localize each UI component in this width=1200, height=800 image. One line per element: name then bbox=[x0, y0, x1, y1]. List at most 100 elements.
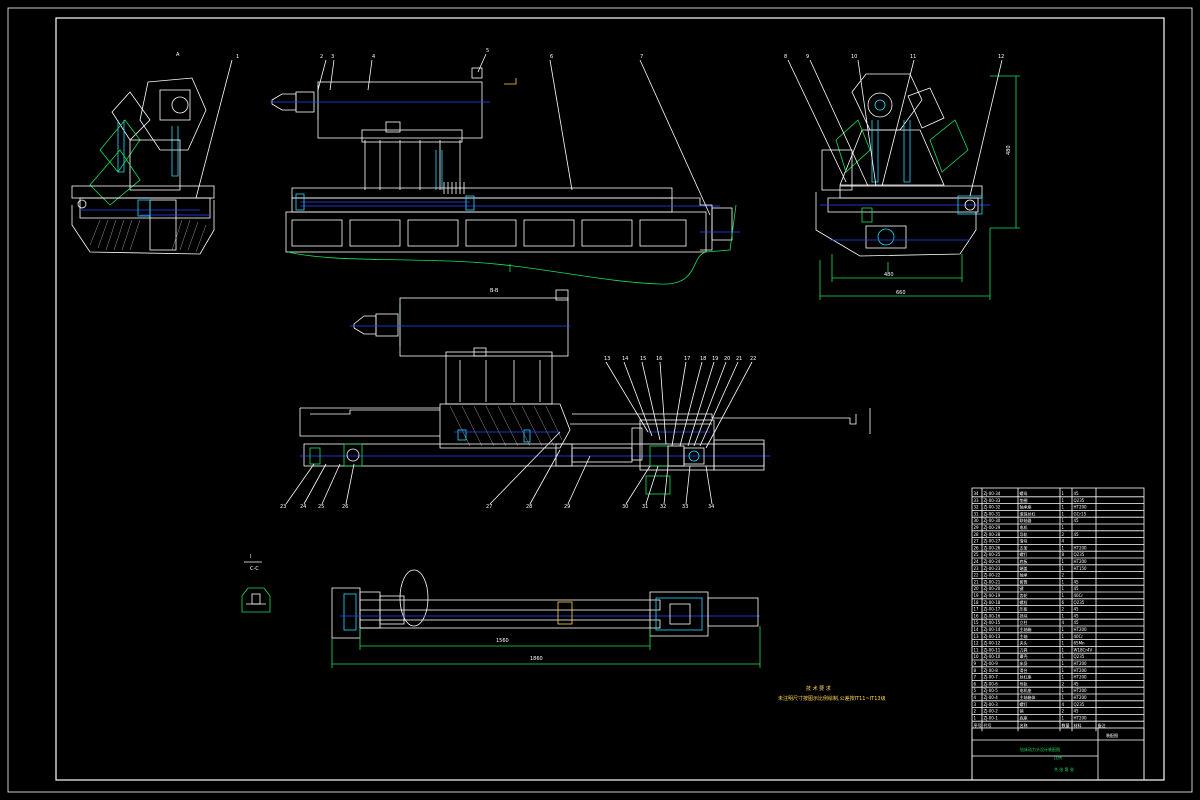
dim-right-inner: 480 bbox=[884, 272, 894, 278]
table-cell: 1 bbox=[1062, 654, 1065, 659]
table-cell: 1 bbox=[1062, 511, 1065, 516]
table-cell: 10 bbox=[974, 654, 980, 659]
table-cell: 1 bbox=[1062, 491, 1065, 496]
table-cell: HT200 bbox=[1074, 559, 1088, 564]
table-cell: ZJ-00-20 bbox=[984, 586, 1001, 591]
table-cell: 11 bbox=[974, 647, 980, 652]
table-cell: 滑台 bbox=[1020, 667, 1028, 673]
table-cell: ZJ-00-10 bbox=[984, 654, 1001, 659]
table-cell: HT200 bbox=[1074, 715, 1088, 720]
table-cell: ZJ-00-5 bbox=[984, 688, 999, 693]
table-cell: 65Mn bbox=[1074, 641, 1086, 646]
tech-req-title: 技 术 要 求 bbox=[806, 685, 831, 692]
table-cell: 45 bbox=[1074, 620, 1080, 625]
svg-text:20: 20 bbox=[724, 356, 730, 362]
table-cell: 联轴器 bbox=[1020, 517, 1032, 523]
svg-text:16: 16 bbox=[656, 356, 662, 362]
table-cell: HT200 bbox=[1074, 668, 1088, 673]
dim-bottom-inner: 1560 bbox=[496, 638, 509, 644]
table-cell: 螺钉 bbox=[1020, 701, 1028, 707]
sheet-border-outer bbox=[7, 7, 1193, 793]
table-cell: HT200 bbox=[1074, 688, 1088, 693]
table-cell: ZJ-00-4 bbox=[984, 695, 999, 700]
table-cell: 底座 bbox=[1020, 714, 1028, 720]
svg-text:28: 28 bbox=[526, 504, 532, 510]
table-cell: 25 bbox=[974, 552, 980, 557]
table-cell: 螺钉 bbox=[1020, 551, 1028, 557]
table-cell: 34 bbox=[974, 491, 980, 496]
table-cell: HT150 bbox=[1074, 566, 1088, 571]
table-cell: 1 bbox=[1062, 627, 1065, 632]
front-view: 2 3 4 5 6 7 B-B bbox=[270, 48, 740, 294]
left-view-label: A bbox=[176, 52, 180, 58]
tech-requirements: 技 术 要 求 未注明尺寸按图示比例绘制,公差按IT11~IT13级 bbox=[778, 685, 886, 702]
svg-text:9: 9 bbox=[806, 54, 809, 60]
table-cell: 螺栓 bbox=[1020, 599, 1028, 605]
table-cell: 床身 bbox=[1020, 660, 1028, 666]
table-cell: 6 bbox=[974, 681, 977, 686]
detail-view: I C-C bbox=[241, 554, 271, 613]
svg-text:32: 32 bbox=[660, 504, 666, 510]
table-cell: 螺母 bbox=[1020, 490, 1028, 496]
table-cell: 滚珠丝杠 bbox=[1020, 510, 1036, 516]
table-cell: ZJ-00-33 bbox=[984, 498, 1001, 503]
svg-text:23: 23 bbox=[280, 504, 286, 510]
table-cell: ZJ-00-12 bbox=[984, 641, 1001, 646]
table-cell: ZJ-00-9 bbox=[984, 661, 999, 666]
table-cell: 28 bbox=[974, 532, 980, 537]
svg-text:13: 13 bbox=[604, 356, 610, 362]
svg-text:C-C: C-C bbox=[250, 566, 259, 572]
table-cell: 刀具 bbox=[1020, 646, 1028, 652]
table-cell: 27 bbox=[974, 539, 980, 544]
table-cell: ZJ-00-14 bbox=[984, 627, 1001, 632]
table-cell: 2 bbox=[1062, 573, 1065, 578]
table-cell: 2 bbox=[1062, 532, 1065, 537]
table-cell: ZJ-00-25 bbox=[984, 552, 1001, 557]
svg-text:I: I bbox=[250, 554, 251, 560]
table-cell: 14 bbox=[974, 627, 980, 632]
table-cell: 4 bbox=[1062, 702, 1065, 707]
table-cell: ZJ-00-8 bbox=[984, 668, 999, 673]
svg-text:25: 25 bbox=[318, 504, 324, 510]
table-cell: 1 bbox=[1062, 647, 1065, 652]
table-cell: 1 bbox=[1062, 545, 1065, 550]
svg-text:18: 18 bbox=[700, 356, 706, 362]
table-cell: 支架 bbox=[1020, 544, 1028, 550]
table-cell: 压板 bbox=[1020, 606, 1028, 612]
table-cell: HT200 bbox=[1074, 661, 1088, 666]
table-cell: 2 bbox=[974, 709, 977, 714]
svg-text:3: 3 bbox=[331, 54, 334, 60]
table-cell: 夹头 bbox=[1020, 640, 1028, 646]
right-side-view: 480 480 660 8 9 10 11 12 bbox=[784, 54, 1020, 300]
table-cell: 1 bbox=[1062, 579, 1065, 584]
svg-text:29: 29 bbox=[564, 504, 570, 510]
table-cell: 1 bbox=[1062, 566, 1065, 571]
table-cell: 45 bbox=[1074, 613, 1080, 618]
svg-text:10: 10 bbox=[851, 54, 857, 60]
table-cell: 主轴箱体 bbox=[1020, 694, 1036, 700]
table-cell: 1 bbox=[1062, 695, 1065, 700]
table-cell: 1 bbox=[1062, 559, 1065, 564]
table-cell: 1 bbox=[1062, 675, 1065, 680]
table-cell: 40Cr bbox=[1074, 634, 1084, 639]
table-cell: 22 bbox=[974, 573, 980, 578]
svg-text:34: 34 bbox=[708, 504, 714, 510]
table-cell: 销 bbox=[1020, 708, 1024, 714]
table-cell: ZJ-00-11 bbox=[984, 647, 1001, 652]
table-cell: 1 bbox=[1062, 661, 1065, 666]
dim-bottom-outer: 1860 bbox=[530, 656, 543, 662]
table-cell: 1 bbox=[1062, 641, 1065, 646]
tech-req-line1: 未注明尺寸按图示比例绘制,公差按IT11~IT13级 bbox=[778, 695, 886, 702]
table-cell: ZJ-00-2 bbox=[984, 709, 999, 714]
table-cell: ZJ-00-28 bbox=[984, 532, 1001, 537]
table-cell: 电机 bbox=[1020, 524, 1028, 530]
table-cell: 电机座 bbox=[1020, 687, 1032, 693]
table-header-cell: 代号 bbox=[984, 722, 992, 728]
table-header-cell: 备注 bbox=[1098, 722, 1106, 728]
table-cell: 2 bbox=[1062, 681, 1065, 686]
table-cell: 45 bbox=[1074, 518, 1080, 523]
table-cell: 立柱 bbox=[1020, 619, 1028, 625]
table-cell: ZJ-00-19 bbox=[984, 593, 1001, 598]
table-cell: HT200 bbox=[1074, 545, 1088, 550]
